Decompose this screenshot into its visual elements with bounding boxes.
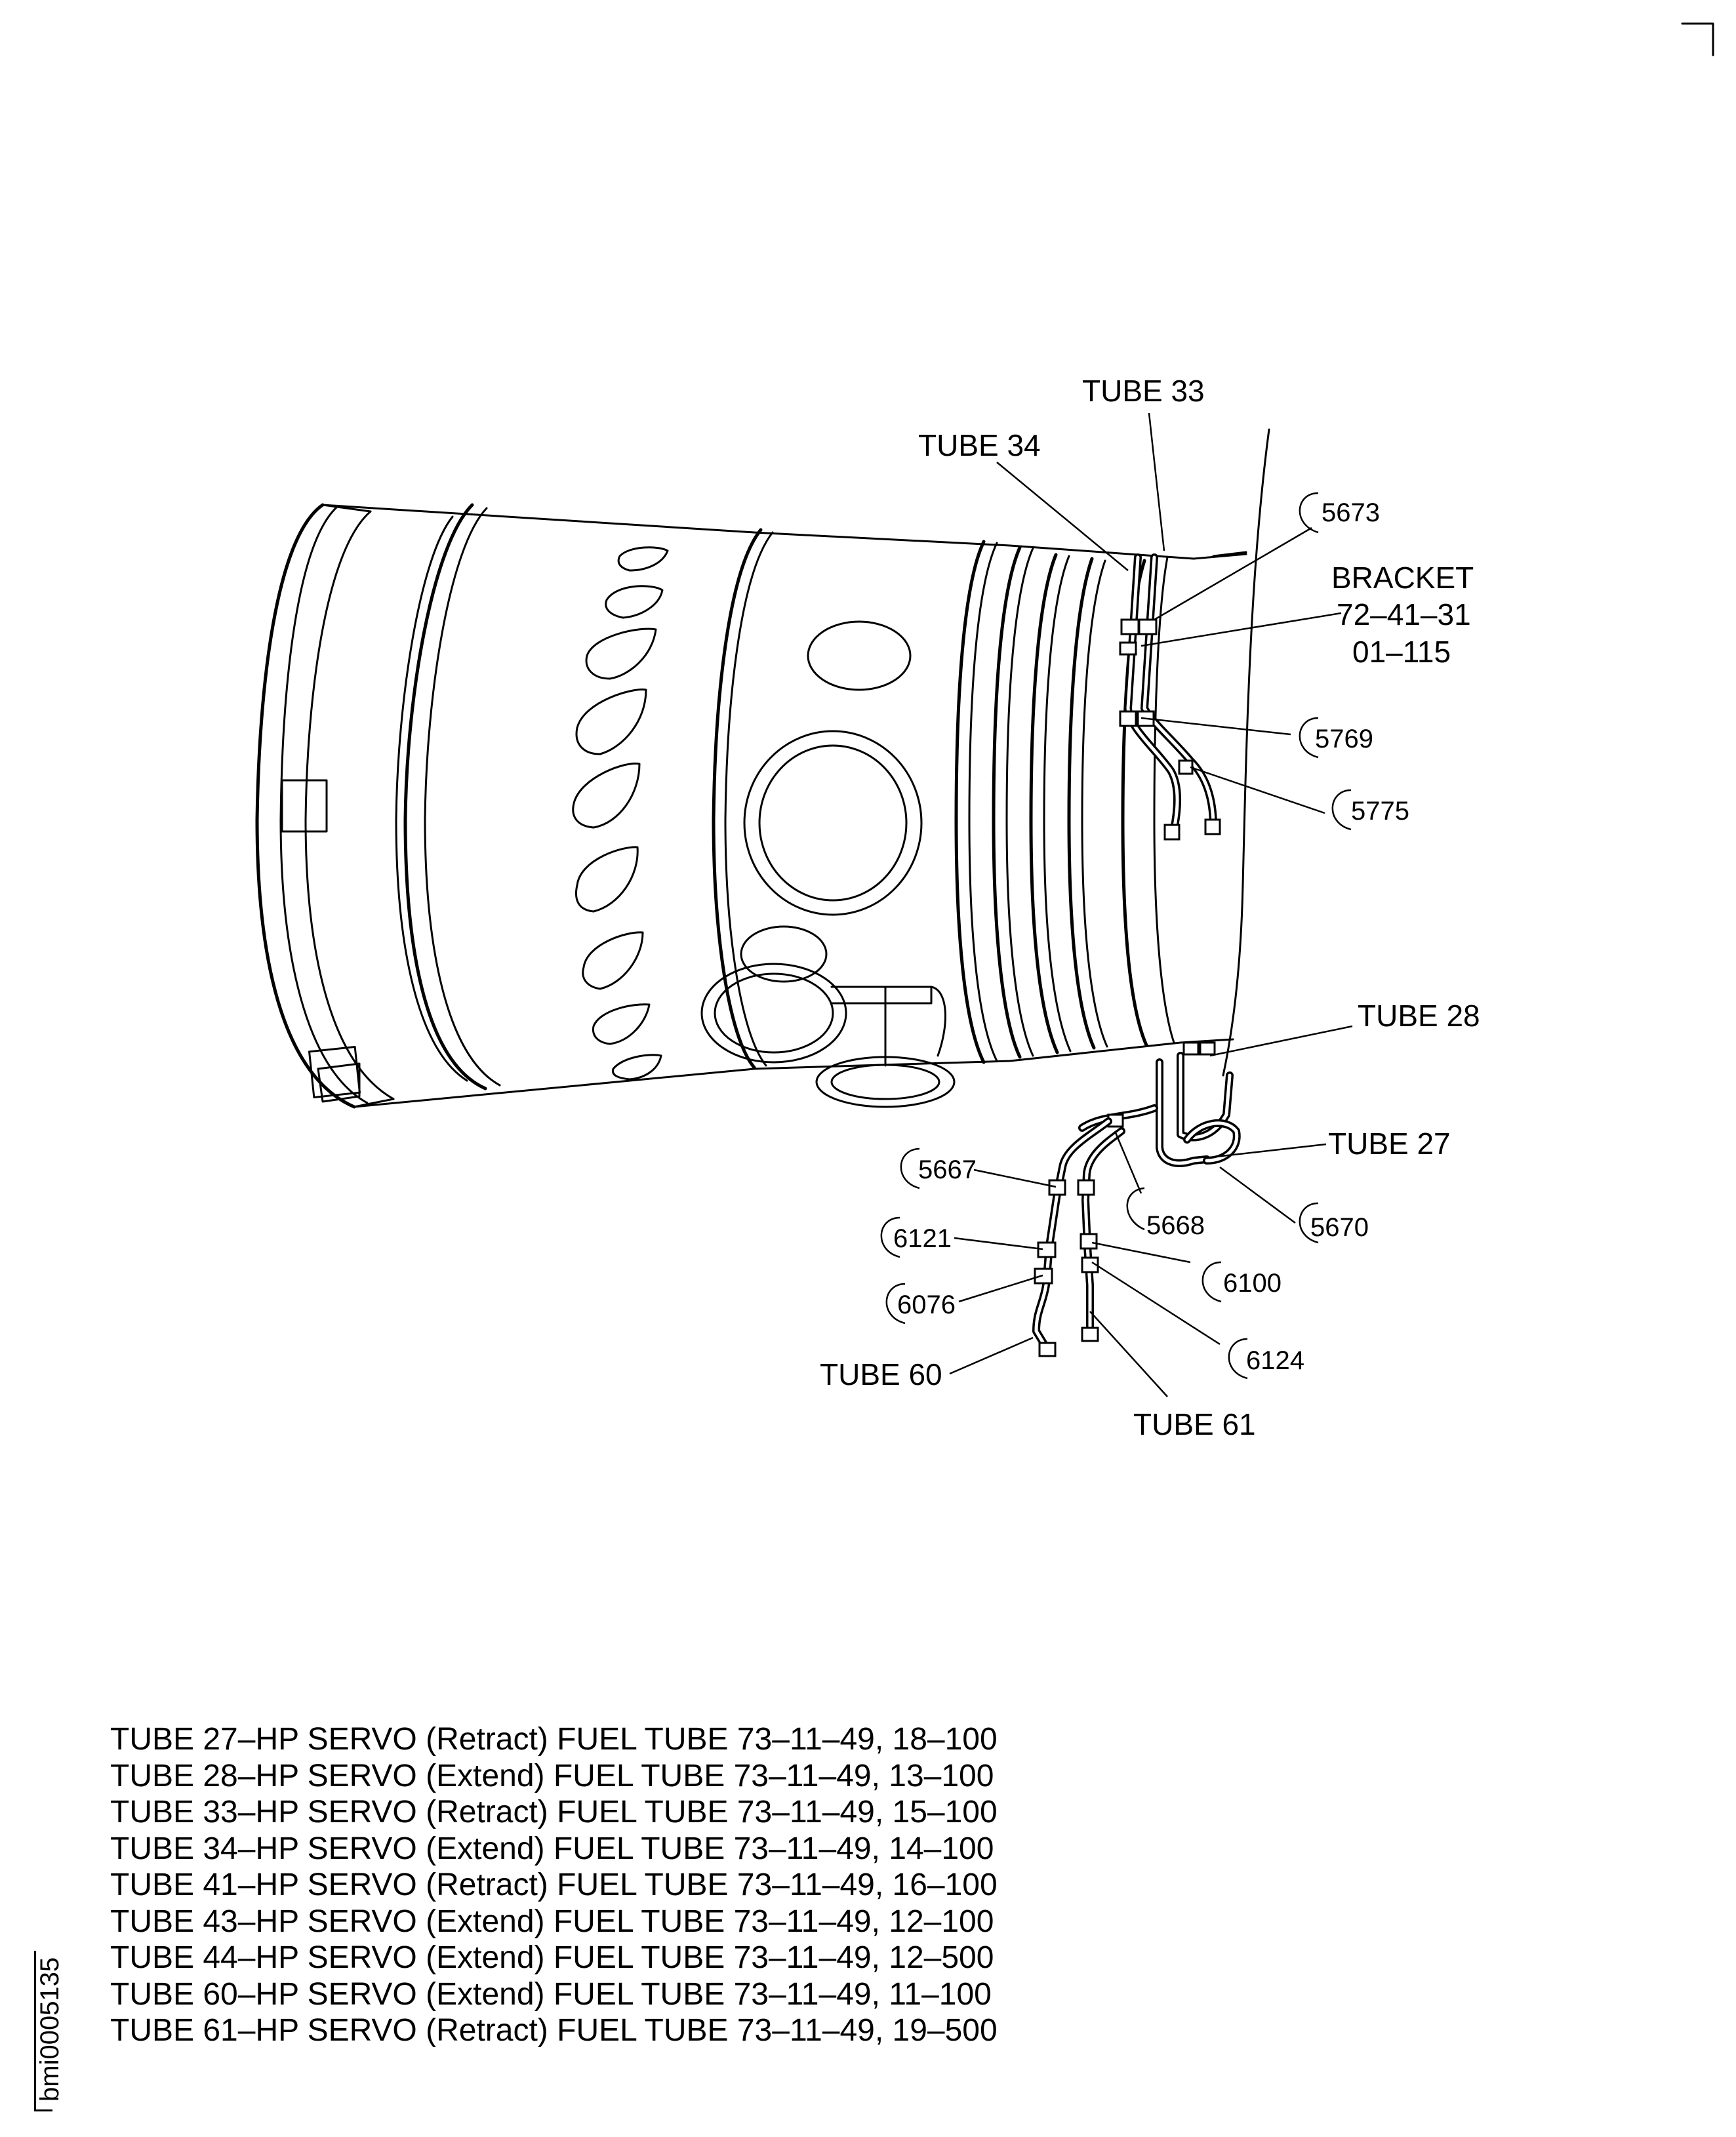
legend-row: TUBE 27–HP SERVO (Retract) FUEL TUBE 73–…: [110, 1722, 998, 1757]
label-tube-28: TUBE 28: [1358, 999, 1480, 1033]
label-6100: 6100: [1223, 1269, 1282, 1298]
label-5769: 5769: [1315, 725, 1373, 753]
document-id-bracket-foot: [34, 2109, 52, 2111]
tube-legend: TUBE 27–HP SERVO (Retract) FUEL TUBE 73–…: [110, 1721, 998, 2049]
legend-row: TUBE 61–HP SERVO (Retract) FUEL TUBE 73–…: [110, 2013, 998, 2048]
label-5775: 5775: [1351, 797, 1409, 826]
label-bracket-line1: BRACKET: [1331, 561, 1474, 595]
case-ports: [572, 546, 669, 1081]
document-id-bracket: [34, 1951, 36, 2111]
label-6124: 6124: [1246, 1346, 1304, 1375]
label-6076: 6076: [897, 1290, 956, 1319]
document-id: bmi0005135: [35, 1957, 64, 2102]
callout-bubbles: [880, 492, 1352, 1380]
legend-row: TUBE 34–HP SERVO (Extend) FUEL TUBE 73–1…: [110, 1831, 994, 1866]
leader-lines: [949, 412, 1353, 1397]
label-tube-60: TUBE 60: [820, 1357, 942, 1391]
label-bracket-line3: 01–115: [1352, 635, 1451, 669]
label-bracket-line2: 72–41–31: [1337, 597, 1471, 631]
legend-row: TUBE 41–HP SERVO (Retract) FUEL TUBE 73–…: [110, 1867, 998, 1902]
label-tube-61: TUBE 61: [1133, 1407, 1256, 1441]
legend-row: TUBE 43–HP SERVO (Extend) FUEL TUBE 73–1…: [110, 1904, 994, 1939]
engine-case: [255, 428, 1270, 1109]
legend-row: TUBE 60–HP SERVO (Extend) FUEL TUBE 73–1…: [110, 1976, 992, 2012]
legend-row: TUBE 28–HP SERVO (Extend) FUEL TUBE 73–1…: [110, 1758, 994, 1793]
label-5668: 5668: [1146, 1211, 1205, 1240]
crop-mark: [1681, 22, 1714, 56]
label-5670: 5670: [1310, 1213, 1369, 1242]
label-tube-34: TUBE 34: [918, 428, 1041, 462]
label-6121: 6121: [893, 1224, 952, 1253]
label-tube-27: TUBE 27: [1328, 1127, 1451, 1161]
fuel-tubes: [1032, 553, 1241, 1357]
legend-row: TUBE 33–HP SERVO (Retract) FUEL TUBE 73–…: [110, 1795, 998, 1829]
label-tube-33: TUBE 33: [1082, 374, 1205, 408]
label-5667: 5667: [918, 1155, 977, 1184]
label-5673: 5673: [1322, 498, 1380, 527]
legend-row: TUBE 44–HP SERVO (Extend) FUEL TUBE 73–1…: [110, 1940, 994, 1975]
